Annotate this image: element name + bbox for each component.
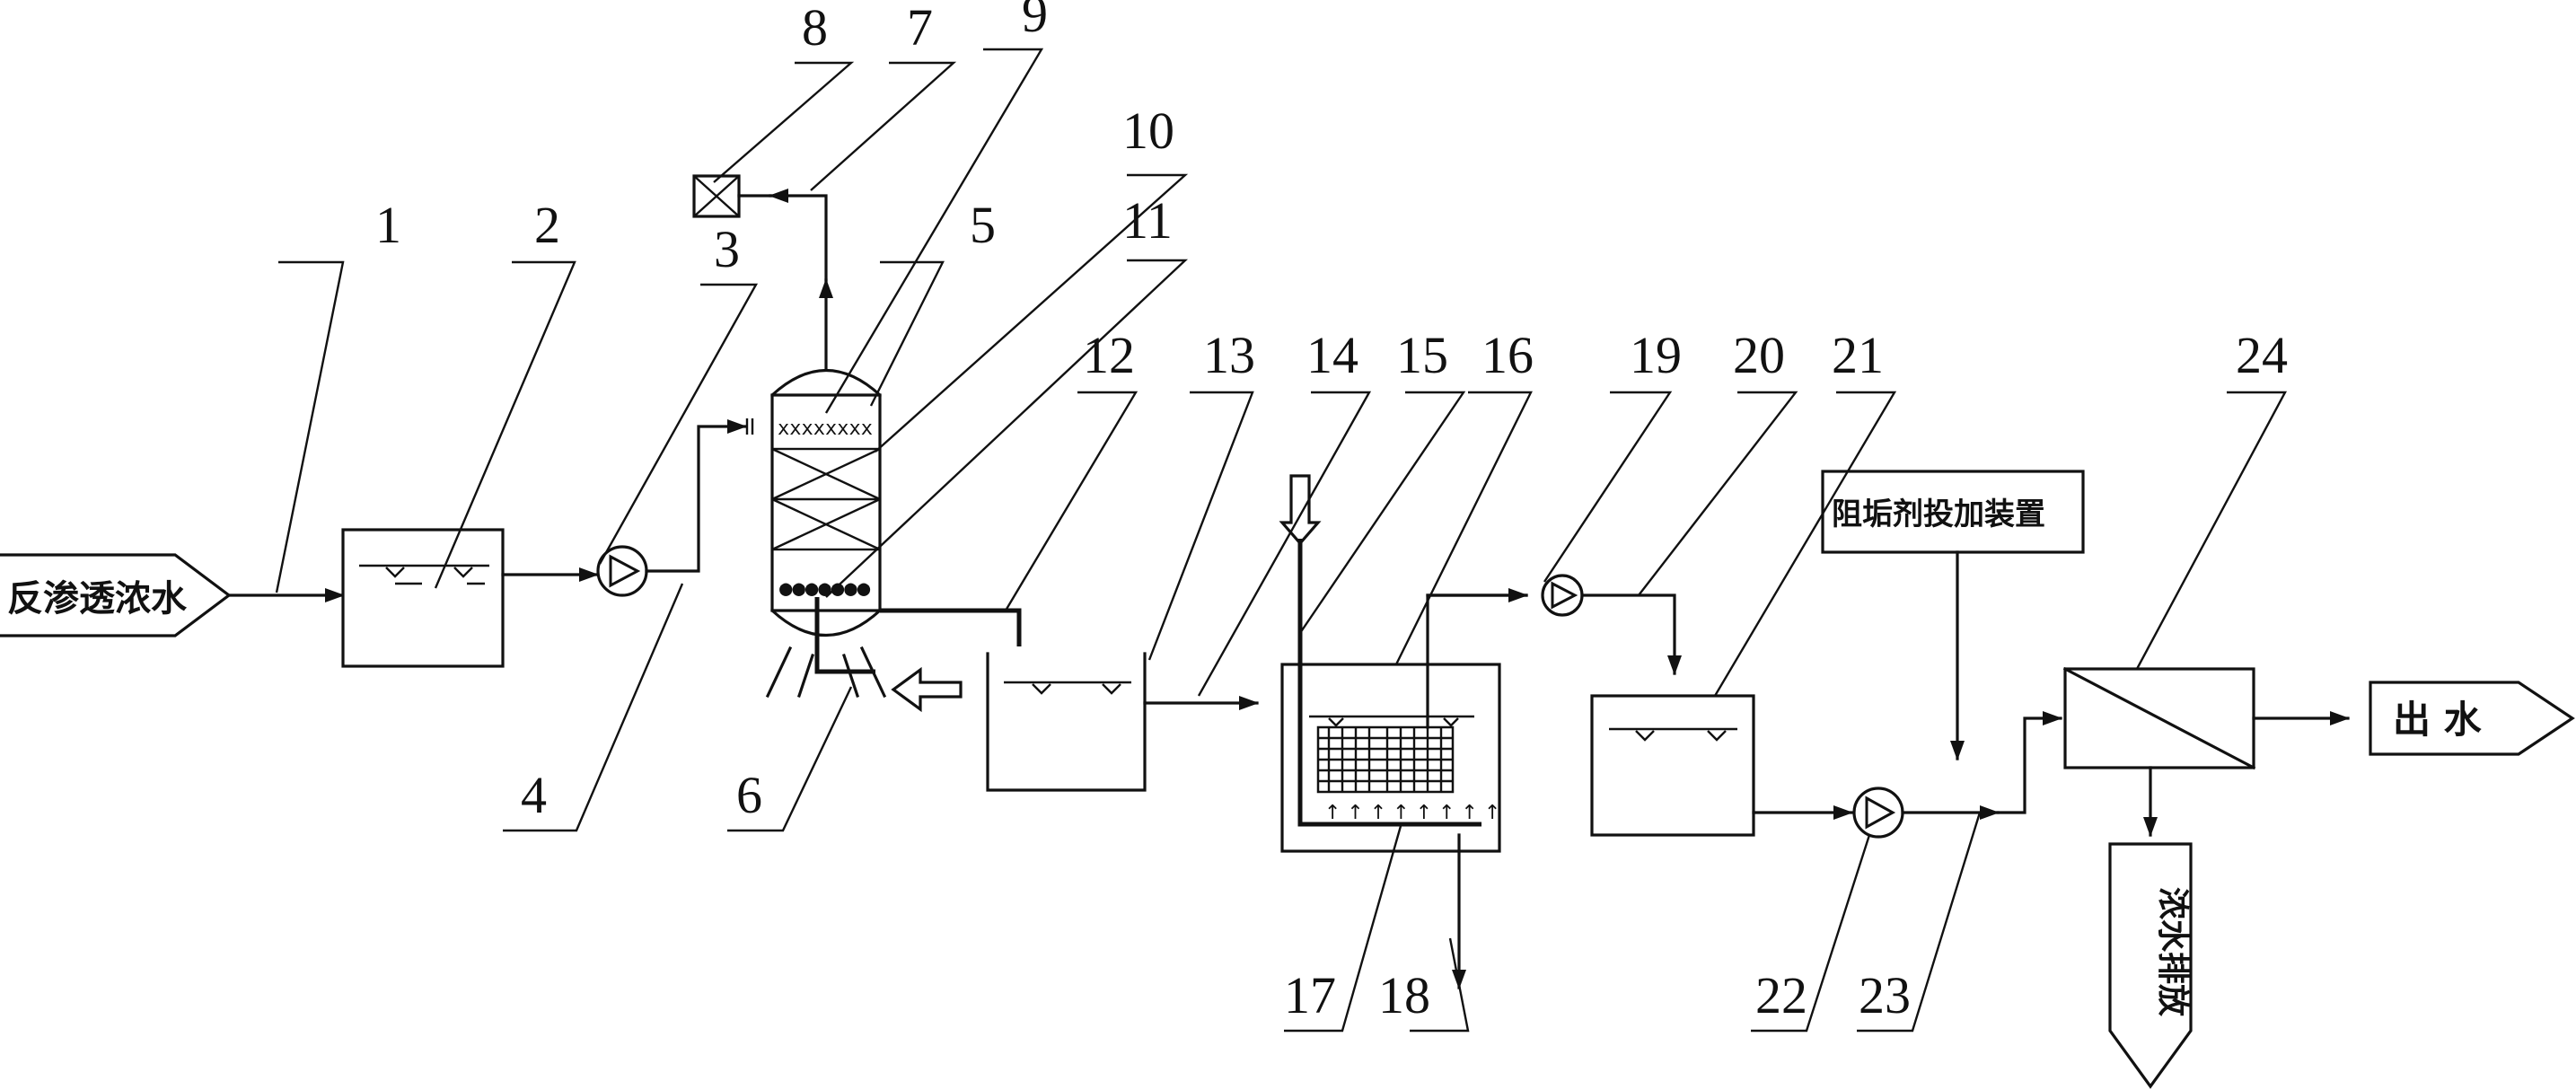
part-number-14: 14: [1306, 326, 1358, 384]
part-number-18: 18: [1378, 966, 1430, 1024]
inlet-label: 反渗透浓水: [7, 578, 188, 620]
svg-text:xxxxxxxx: xxxxxxxx: [778, 418, 873, 440]
part-number-20: 20: [1733, 326, 1785, 384]
concentrate-discharge-label: 浓水排放: [2154, 887, 2191, 1016]
svg-text:●●●●●●●: ●●●●●●●: [779, 576, 871, 601]
pump-22: [1852, 787, 1904, 839]
inlet-tag: 反渗透浓水: [0, 553, 232, 637]
part-number-8: 8: [802, 0, 828, 57]
concentrate-discharge-tag: 浓水排放: [2108, 842, 2193, 1089]
exhaust-box-8: [692, 174, 741, 218]
part-number-1: 1: [375, 196, 401, 254]
part-number-13: 13: [1203, 326, 1255, 384]
part-number-17: 17: [1284, 966, 1336, 1024]
exhaust-pipe: [769, 189, 828, 282]
part-number-11: 11: [1122, 191, 1173, 250]
ro-membrane-unit: [2062, 666, 2256, 770]
membrane-bioreactor: ↑ ↑ ↑ ↑ ↑ ↑ ↑ ↑: [1279, 474, 1528, 989]
part-number-7: 7: [907, 0, 933, 57]
part-number-5: 5: [970, 196, 996, 254]
svg-text:↑ ↑ ↑ ↑ ↑ ↑ ↑ ↑: ↑ ↑ ↑ ↑ ↑ ↑ ↑ ↑: [1324, 802, 1500, 824]
part-number-24: 24: [2236, 326, 2288, 384]
outlet-tag: 出 水: [2369, 681, 2575, 756]
part-numbers: 1 2 3 4 5 6 7 8 9 10 11 12 13 14 15 16 1…: [375, 0, 2288, 1024]
antiscalant-device: 阻垢剂投加装置: [1821, 470, 2085, 554]
pipe-4: [645, 419, 747, 573]
part-number-23: 23: [1859, 966, 1911, 1024]
stripping-tower: xxxxxxxx ●●●●●●●: [765, 278, 963, 713]
product-tank: [1590, 694, 1755, 837]
intermediate-tank: [986, 652, 1147, 792]
part-number-16: 16: [1481, 326, 1534, 384]
valve-mark: [745, 418, 754, 435]
pipe-tower-out: [880, 608, 1022, 646]
part-number-4: 4: [521, 766, 547, 824]
part-number-6: 6: [736, 766, 762, 824]
part-number-15: 15: [1396, 326, 1448, 384]
part-number-22: 22: [1755, 966, 1807, 1024]
antiscalant-label: 阻垢剂投加装置: [1832, 497, 2045, 532]
part-number-9: 9: [1022, 0, 1048, 43]
leader-lines: [275, 48, 2288, 1033]
pump-19: [1541, 574, 1584, 617]
part-number-19: 19: [1630, 326, 1682, 384]
part-number-10: 10: [1122, 101, 1174, 160]
outlet-label: 出 水: [2393, 698, 2483, 742]
equalization-tank: [341, 528, 505, 668]
pipe-19-21: [1580, 593, 1682, 675]
part-number-21: 21: [1832, 326, 1884, 384]
part-number-12: 12: [1083, 326, 1135, 384]
part-number-3: 3: [714, 220, 740, 278]
part-number-2: 2: [534, 196, 560, 254]
